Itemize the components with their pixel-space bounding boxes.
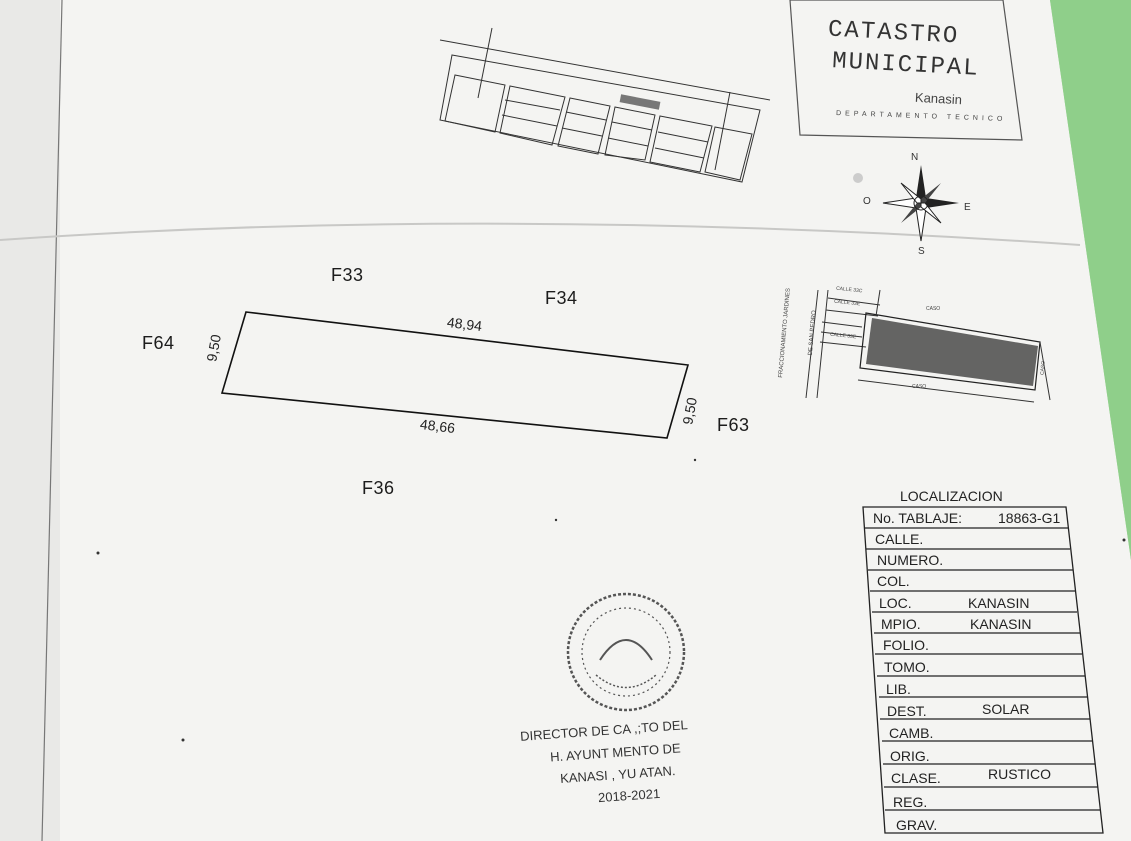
location-caso-bottom: CASO [912,384,927,390]
row-label-tablaje: No. TABLAJE: [873,510,962,526]
header-city: Kanasin [914,89,963,108]
row-label-camb: CAMB. [889,725,934,741]
localizacion-title: LOCALIZACION [900,488,1003,504]
neighbor-f36: F36 [362,478,395,498]
stain [853,173,863,183]
compass-south: S [918,246,925,257]
row-label-dest: DEST. [887,703,927,719]
official-seal [566,592,686,712]
neighbor-f63: F63 [717,415,750,435]
location-caso-top: CASO [926,306,941,312]
compass-east: E [964,202,971,213]
mini-plan [439,27,771,183]
row-label-lib: LIB. [886,681,911,697]
compass-rose [882,165,959,242]
row-value-dest: SOLAR [982,701,1030,717]
row-label-mpio: MPIO. [881,616,921,632]
row-label-orig: ORIG. [890,748,930,764]
parcel-outline [220,311,690,439]
sheet-border-left [41,0,63,841]
neighbor-f64: F64 [142,333,175,353]
row-label-col: COL. [877,573,910,589]
row-label-calle: CALLE. [875,531,924,547]
row-value-clase: RUSTICO [988,766,1051,782]
localizacion-table [862,506,1104,834]
table-corner [1050,0,1131,560]
row-label-folio: FOLIO. [883,637,929,653]
row-label-tomo: TOMO. [884,659,930,675]
compass-west: O [863,196,871,207]
row-label-reg: REG. [893,794,928,810]
compass-north: N [911,152,919,163]
row-label-grav: GRAV. [896,817,938,833]
location-highlight [866,318,1038,386]
row-value-loc: KANASIN [968,595,1030,611]
neighbor-f34: F34 [545,288,578,308]
location-caso-right: CASO [1039,360,1047,376]
row-label-loc: LOC. [879,595,912,611]
row-value-mpio: KANASIN [970,616,1032,632]
header-frame [789,0,1023,141]
neighbor-f33: F33 [331,265,364,285]
row-value-tablaje: 18863-G1 [998,510,1061,526]
row-label-clase: CLASE. [891,770,941,786]
row-label-numero: NUMERO. [877,552,944,568]
location-map [805,289,1051,403]
fold-line [0,222,1081,246]
